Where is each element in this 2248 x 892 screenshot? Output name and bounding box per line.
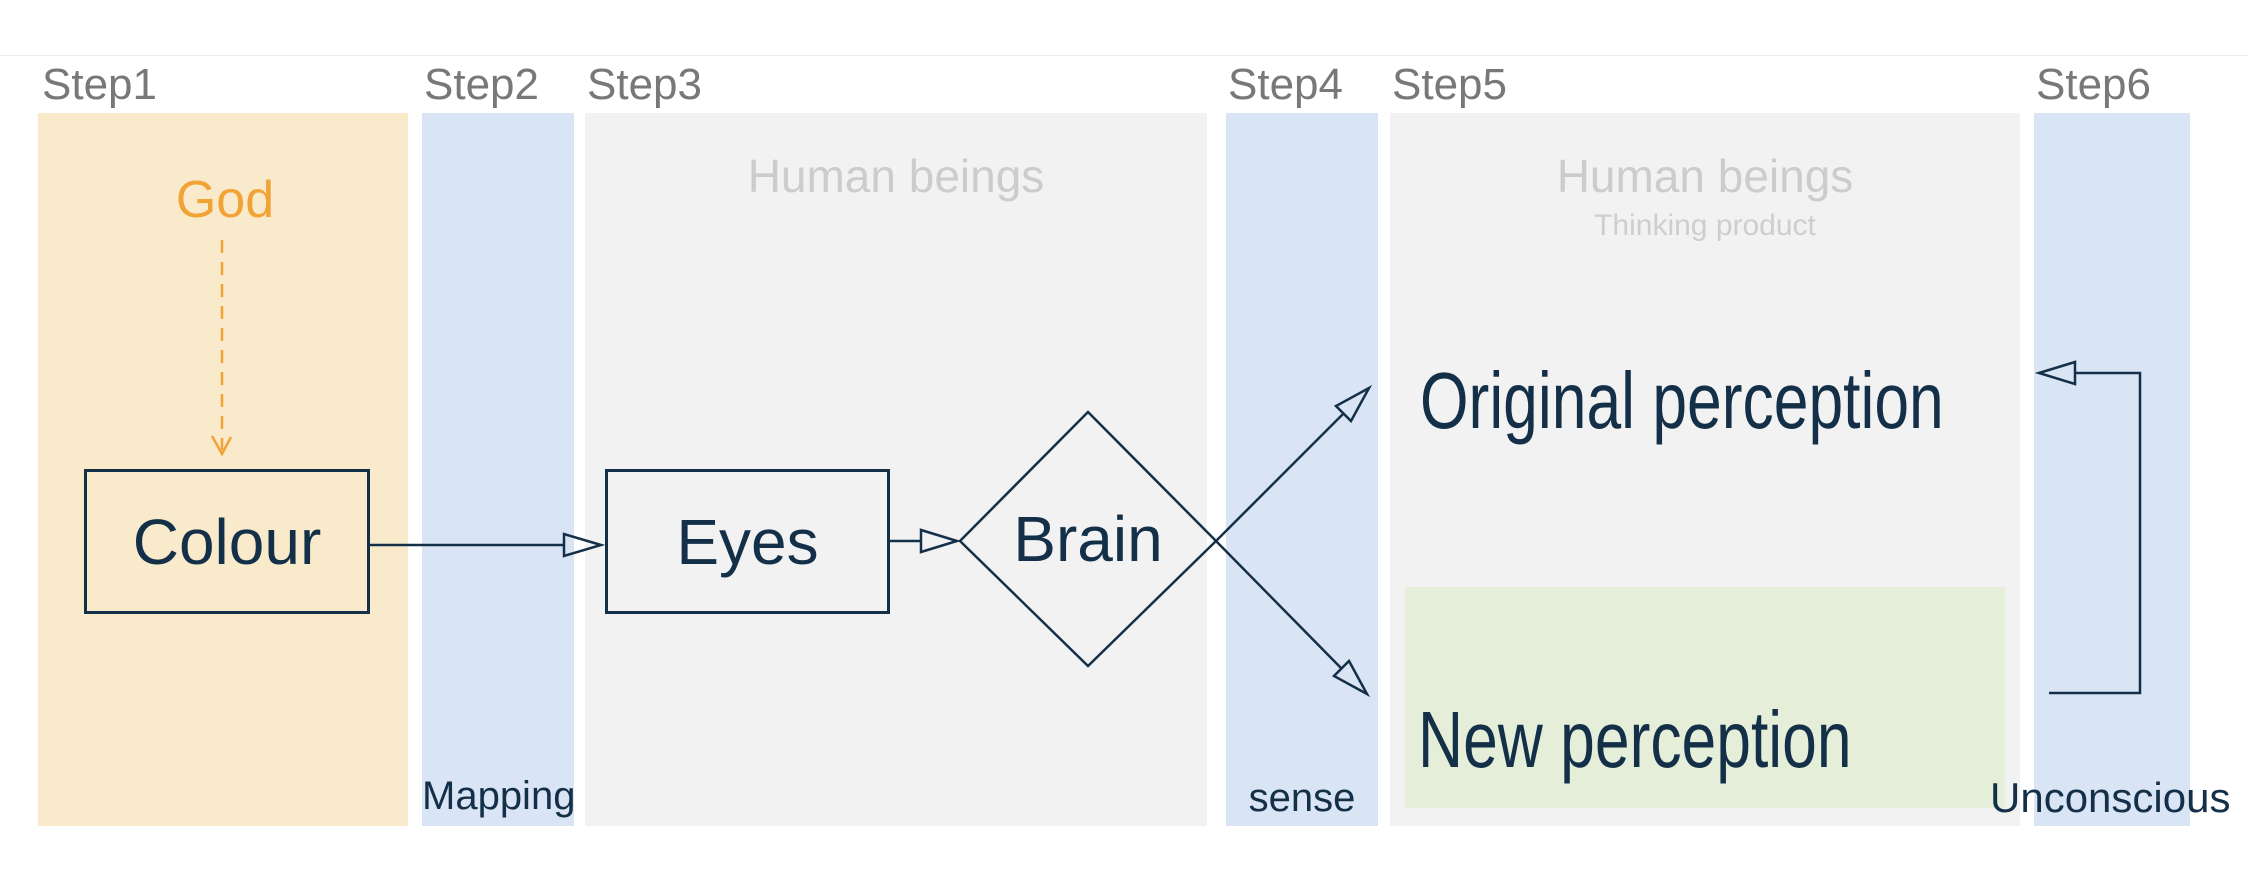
step-label-4: Step4	[1228, 60, 1343, 109]
brain-label: Brain	[1013, 503, 1163, 575]
human-beings-watermark-step3: Human beings	[747, 150, 1045, 202]
step-label-5: Step5	[1392, 60, 1507, 109]
column-step6-unconscious	[2034, 113, 2190, 826]
step-label-6: Step6	[2036, 60, 2151, 109]
step-label-2: Step2	[424, 60, 539, 109]
human-beings-watermark-step5: Human beings	[1556, 150, 1854, 202]
thinking-product-watermark: Thinking product	[1594, 209, 1816, 242]
step-label-1: Step1	[42, 60, 157, 109]
colour-label: Colour	[132, 505, 322, 578]
eyes-box: Eyes	[605, 469, 890, 614]
column-step2-mapping	[422, 113, 574, 826]
new-perception-label: New perception	[1418, 695, 1852, 784]
step-label-3: Step3	[587, 60, 702, 109]
colour-box: Colour	[84, 469, 370, 614]
eyes-label: Eyes	[676, 505, 819, 578]
original-perception-label: Original perception	[1420, 356, 1944, 445]
unconscious-label: Unconscious	[1990, 774, 2231, 821]
column-step4-sense	[1226, 113, 1378, 826]
mapping-label: Mapping	[422, 774, 576, 818]
sense-label: sense	[1248, 776, 1356, 820]
god-label: God	[175, 171, 275, 229]
header-divider	[0, 55, 2248, 56]
new-perception-highlight	[1405, 587, 2005, 808]
